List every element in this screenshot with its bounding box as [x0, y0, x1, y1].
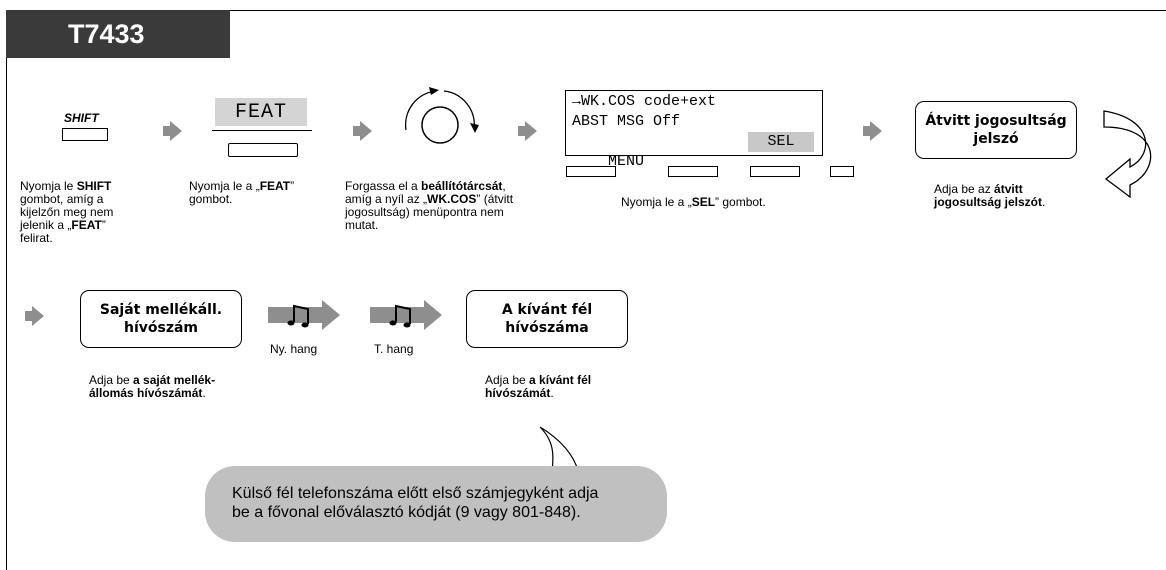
continue-arrow-icon [1103, 110, 1152, 199]
dial-tone-label: Ny. hang [270, 342, 318, 356]
lcd-sel-label: SEL [748, 132, 814, 152]
step7-caption: Adja be a kívánt fél hívószámát. [485, 373, 592, 400]
flow-arrow-5 [25, 306, 44, 326]
flow-arrow-3 [518, 121, 537, 141]
frame-top-border [6, 10, 1166, 11]
step4-caption: Nyomja le a „SEL” gombot. [621, 195, 766, 209]
confirmation-tone-icon [370, 300, 442, 330]
step1-caption: Nyomja le SHIFT gombot, amíg a kijelzőn … [20, 179, 114, 245]
step3-caption: Forgassa el a beállítótárcsát, amíg a ny… [345, 179, 514, 232]
dial-tone-icon [268, 300, 340, 330]
step5-caption: Adja be az átvitt jogosultság jelszót. [934, 182, 1046, 209]
soft-key-2[interactable] [668, 166, 718, 177]
lcd-menu-label: MENU [608, 153, 645, 170]
lcd-line-1: →WK.COS code+ext [572, 93, 717, 110]
feat-display-key: FEAT [215, 98, 307, 126]
soft-key-sel[interactable] [750, 166, 800, 177]
step6-caption: Adja be a saját mellék- állomás hívószám… [89, 373, 216, 400]
confirmation-tone-label: T. hang [374, 342, 414, 356]
note-line-2: be a fővonal előválasztó kódját (9 vagy … [232, 504, 581, 521]
model-tab: T7433 [6, 10, 230, 58]
frame-left-border [6, 10, 7, 570]
lcd-line-3: MENU SEL [572, 132, 822, 170]
own-extension-box: Saját mellékáll.hívószám [80, 290, 242, 348]
lcd-line-2: ABST MSG Off [572, 113, 681, 130]
feat-button[interactable] [228, 143, 298, 157]
shift-button[interactable] [62, 128, 108, 141]
jog-dial-icon[interactable] [396, 80, 500, 170]
soft-key-1[interactable] [566, 166, 616, 177]
model-title: T7433 [68, 18, 145, 49]
flow-arrow-4 [863, 121, 882, 141]
soft-key-next[interactable] [830, 166, 854, 177]
flow-arrow-1 [163, 121, 182, 141]
step2-caption: Nyomja le a „FEAT” gombot. [189, 179, 295, 206]
note-callout: Külső fél telefonszáma előtt első számje… [205, 466, 667, 542]
feat-divider [212, 130, 312, 131]
note-line-1: Külső fél telefonszáma előtt első számje… [232, 485, 599, 502]
shift-key-label: SHIFT [64, 111, 99, 125]
lcd-display: →WK.COS code+ext ABST MSG Off MENU SEL [565, 90, 823, 170]
flow-arrow-2 [353, 121, 372, 141]
